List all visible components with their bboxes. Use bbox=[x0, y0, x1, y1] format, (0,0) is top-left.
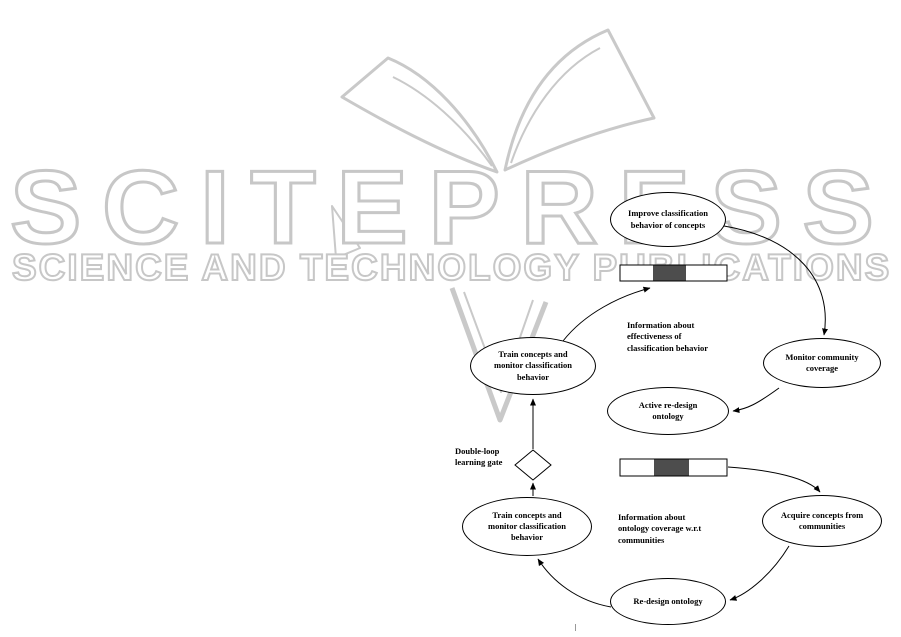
node-redesign-ontology: Re-design ontology bbox=[610, 578, 726, 625]
watermark-brand: SCITEPRESS bbox=[8, 150, 895, 266]
node-acquire-concepts: Acquire concepts from communities bbox=[762, 495, 882, 547]
watermark-tagline: SCIENCE AND TECHNOLOGY PUBLICATIONS bbox=[11, 247, 892, 288]
decision-diamond bbox=[514, 449, 552, 481]
node-improve-classification-label: Improve classification behavior of conce… bbox=[628, 208, 708, 230]
arrow-monitor-to-active bbox=[732, 387, 780, 414]
annotation-effectiveness: Information about effectiveness of class… bbox=[627, 320, 708, 353]
node-train-concepts-top-label: Train concepts and monitor classificatio… bbox=[494, 349, 572, 382]
gate-bar-top bbox=[619, 264, 728, 282]
stray-mark bbox=[575, 624, 576, 631]
node-acquire-concepts-label: Acquire concepts from communities bbox=[780, 509, 864, 531]
node-active-redesign-ontology-label: Active re-design ontology bbox=[638, 399, 698, 421]
annotation-double-loop-gate: Double-loop learning gate bbox=[455, 446, 503, 468]
arrow-acquire-to-redesign bbox=[729, 545, 790, 601]
node-active-redesign-ontology: Active re-design ontology bbox=[607, 387, 729, 435]
gate-bar-bottom-fill bbox=[654, 459, 689, 476]
node-improve-classification: Improve classification behavior of conce… bbox=[610, 192, 726, 247]
node-monitor-community-coverage: Monitor community coverage bbox=[763, 338, 881, 388]
gate-bar-top-fill bbox=[653, 265, 686, 281]
arrow-improve-to-monitor bbox=[723, 225, 829, 336]
node-train-concepts-top: Train concepts and monitor classificatio… bbox=[470, 337, 596, 395]
node-redesign-ontology-label: Re-design ontology bbox=[633, 595, 703, 606]
annotation-coverage: Information about ontology coverage w.r.… bbox=[618, 512, 702, 545]
node-train-concepts-bottom-label: Train concepts and monitor classificatio… bbox=[488, 509, 566, 543]
gate-bar-bottom bbox=[619, 458, 728, 477]
node-monitor-community-coverage-label: Monitor community coverage bbox=[785, 351, 859, 373]
arrow-gate2-to-acquire bbox=[727, 466, 821, 493]
arrow-redesign-to-train-bottom bbox=[537, 558, 612, 608]
arrow-train-top-to-gate1 bbox=[562, 286, 651, 342]
node-train-concepts-bottom: Train concepts and monitor classificatio… bbox=[462, 497, 592, 556]
